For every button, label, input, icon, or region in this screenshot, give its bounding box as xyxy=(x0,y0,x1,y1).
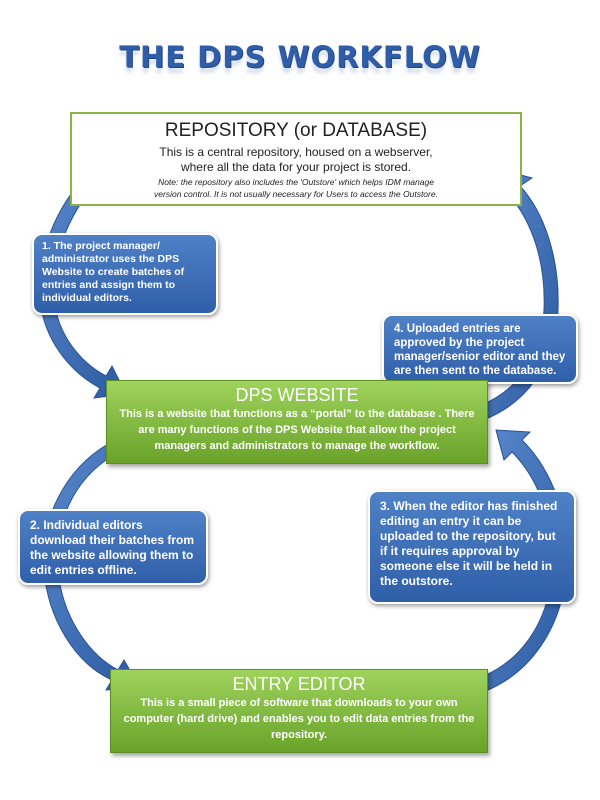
step-4-box: 4. Uploaded entries are approved by the … xyxy=(382,314,578,384)
repository-description: This is a central repository, housed on … xyxy=(72,145,520,175)
page-title: THE DPS WORKFLOW xyxy=(119,40,481,74)
dps-website-description: This is a website that functions as a “p… xyxy=(119,408,475,452)
repository-note-1: Note: the repository also includes the '… xyxy=(158,177,434,187)
step-2-box: 2. Individual editors download their bat… xyxy=(18,509,208,585)
entry-editor-box: ENTRY EDITOR This is a small piece of so… xyxy=(110,669,488,753)
repository-box: REPOSITORY (or DATABASE) This is a centr… xyxy=(70,112,522,206)
repository-line-2: where all the data for your project is s… xyxy=(180,160,412,174)
dps-website-box: DPS WEBSITE This is a website that funct… xyxy=(106,380,488,464)
repository-line-1: This is a central repository, housed on … xyxy=(159,145,433,159)
repository-note-2: version control. It is not usually neces… xyxy=(154,189,438,199)
repository-note: Note: the repository also includes the '… xyxy=(72,176,520,200)
dps-website-heading: DPS WEBSITE xyxy=(235,385,359,405)
entry-editor-heading: ENTRY EDITOR xyxy=(232,674,366,694)
step-1-box: 1. The project manager/ administrator us… xyxy=(32,233,218,315)
repository-heading: REPOSITORY (or DATABASE) xyxy=(164,120,428,141)
step-3-box: 3. When the editor has finished editing … xyxy=(368,490,576,604)
entry-editor-description: This is a small piece of software that d… xyxy=(123,697,475,741)
